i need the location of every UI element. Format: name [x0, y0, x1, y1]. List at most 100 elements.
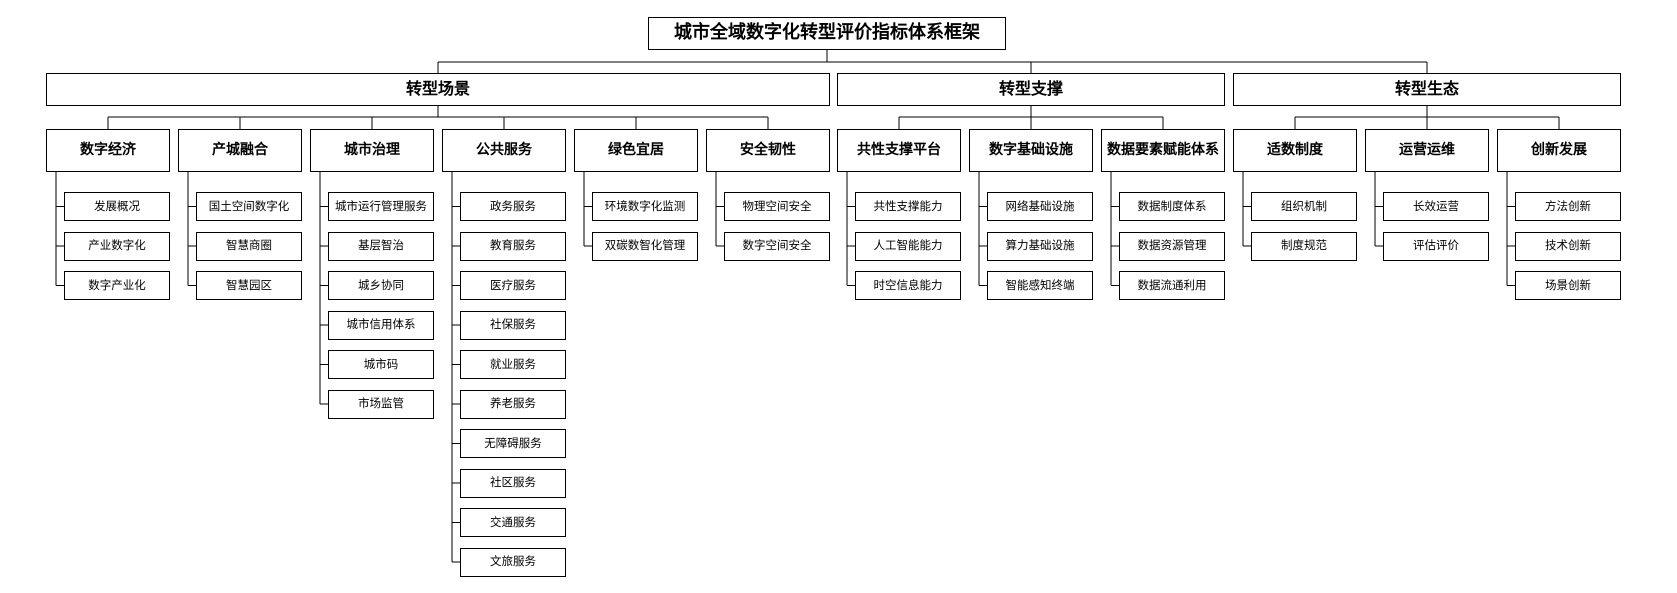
item-box-text: 城乡协同 — [358, 277, 404, 292]
item-box: 智慧园区 — [196, 271, 302, 300]
item-box-text: 数字产业化 — [88, 277, 146, 292]
diagram-title: 城市全域数字化转型评价指标体系框架 — [648, 17, 1006, 50]
group-box-text: 共性支撑平台 — [857, 142, 941, 159]
item-box-text: 社保服务 — [490, 317, 536, 332]
group-box: 安全韧性 — [706, 129, 830, 172]
branch-box: 转型生态 — [1233, 73, 1621, 106]
item-box-text: 长效运营 — [1413, 198, 1459, 213]
item-box: 产业数字化 — [64, 231, 170, 261]
item-box-text: 无障碍服务 — [484, 435, 542, 450]
item-box: 城市信用体系 — [328, 310, 434, 340]
item-box: 数字产业化 — [64, 271, 170, 300]
branch-box-text: 转型支撑 — [998, 79, 1063, 99]
branch-box: 转型支撑 — [837, 73, 1225, 106]
item-box: 智能感知终端 — [987, 271, 1093, 300]
group-box: 产城融合 — [178, 129, 302, 172]
item-box: 社保服务 — [460, 310, 566, 340]
item-box: 交通服务 — [460, 508, 566, 537]
item-box: 制度规范 — [1251, 231, 1357, 261]
item-box: 人工智能能力 — [855, 231, 961, 261]
item-box-text: 政务服务 — [490, 198, 536, 213]
group-box-text: 绿色宜居 — [608, 142, 664, 159]
diagram-title-text: 城市全域数字化转型评价指标体系框架 — [674, 22, 980, 44]
item-box: 组织机制 — [1251, 192, 1357, 221]
item-box-text: 城市运行管理服务 — [335, 198, 427, 213]
item-box: 数据制度体系 — [1119, 192, 1225, 221]
item-box-text: 教育服务 — [490, 238, 536, 253]
item-box: 双碳数智化管理 — [592, 231, 698, 261]
item-box-text: 技术创新 — [1545, 238, 1591, 253]
item-box: 市场监管 — [328, 389, 434, 419]
item-box-text: 智慧园区 — [226, 277, 272, 292]
group-box-text: 公共服务 — [476, 142, 532, 159]
item-box-text: 就业服务 — [490, 356, 536, 371]
group-box: 共性支撑平台 — [837, 129, 961, 172]
item-box-text: 社区服务 — [490, 475, 536, 490]
group-box: 运营运维 — [1365, 129, 1489, 172]
group-box: 城市治理 — [310, 129, 434, 172]
item-box-text: 智慧商圈 — [226, 238, 272, 253]
item-box-text: 市场监管 — [358, 396, 404, 411]
item-box-text: 智能感知终端 — [1005, 277, 1075, 292]
item-box: 场景创新 — [1515, 271, 1621, 300]
item-box-text: 物理空间安全 — [742, 198, 812, 213]
item-box-text: 数据流通利用 — [1137, 277, 1207, 292]
group-box-text: 安全韧性 — [740, 142, 796, 159]
item-box: 教育服务 — [460, 231, 566, 261]
branch-box-text: 转型生态 — [1394, 79, 1459, 99]
item-box: 无障碍服务 — [460, 429, 566, 458]
item-box: 医疗服务 — [460, 271, 566, 300]
item-box-text: 共性支撑能力 — [873, 198, 943, 213]
item-box: 网络基础设施 — [987, 192, 1093, 221]
item-box-text: 环境数字化监测 — [604, 198, 686, 213]
group-box: 公共服务 — [442, 129, 566, 172]
item-box: 城乡协同 — [328, 271, 434, 300]
item-box-text: 制度规范 — [1281, 238, 1327, 253]
group-box-text: 产城融合 — [212, 142, 268, 159]
item-box-text: 数据制度体系 — [1137, 198, 1207, 213]
item-box-text: 算力基础设施 — [1005, 238, 1075, 253]
item-box: 共性支撑能力 — [855, 192, 961, 221]
item-box-text: 文旅服务 — [490, 554, 536, 569]
item-box-text: 城市码 — [363, 356, 399, 371]
group-box: 绿色宜居 — [574, 129, 698, 172]
group-box-text: 城市治理 — [344, 142, 400, 159]
item-box: 养老服务 — [460, 389, 566, 419]
group-box-text: 创新发展 — [1531, 142, 1587, 159]
item-box-text: 时空信息能力 — [873, 277, 943, 292]
group-box-text: 适数制度 — [1267, 142, 1323, 159]
item-box-text: 交通服务 — [490, 514, 536, 529]
item-box: 政务服务 — [460, 192, 566, 221]
item-box: 社区服务 — [460, 468, 566, 498]
item-box: 数字空间安全 — [724, 231, 830, 261]
item-box: 长效运营 — [1383, 192, 1489, 221]
item-box-text: 基层智治 — [358, 238, 404, 253]
group-box: 数字经济 — [46, 129, 170, 172]
group-box: 数据要素赋能体系 — [1101, 129, 1225, 172]
item-box: 文旅服务 — [460, 547, 566, 577]
group-box-text: 运营运维 — [1399, 142, 1455, 159]
group-box-text: 数据要素赋能体系 — [1107, 142, 1219, 159]
item-box-text: 方法创新 — [1545, 198, 1591, 213]
item-box: 技术创新 — [1515, 231, 1621, 261]
item-box-text: 产业数字化 — [88, 238, 146, 253]
item-box-text: 双碳数智化管理 — [604, 238, 686, 253]
item-box-text: 发展概况 — [94, 198, 140, 213]
item-box-text: 数据资源管理 — [1137, 238, 1207, 253]
group-box: 数字基础设施 — [969, 129, 1093, 172]
item-box: 时空信息能力 — [855, 271, 961, 300]
item-box-text: 养老服务 — [490, 396, 536, 411]
item-box: 发展概况 — [64, 192, 170, 221]
branch-box: 转型场景 — [46, 73, 830, 106]
item-box: 城市运行管理服务 — [328, 192, 434, 221]
item-box: 数据资源管理 — [1119, 231, 1225, 261]
item-box: 就业服务 — [460, 350, 566, 379]
group-box-text: 数字基础设施 — [989, 142, 1073, 159]
group-box: 适数制度 — [1233, 129, 1357, 172]
item-box: 算力基础设施 — [987, 231, 1093, 261]
branch-box-text: 转型场景 — [405, 79, 470, 99]
item-box: 环境数字化监测 — [592, 192, 698, 221]
item-box-text: 城市信用体系 — [346, 317, 416, 332]
item-box: 智慧商圈 — [196, 231, 302, 261]
